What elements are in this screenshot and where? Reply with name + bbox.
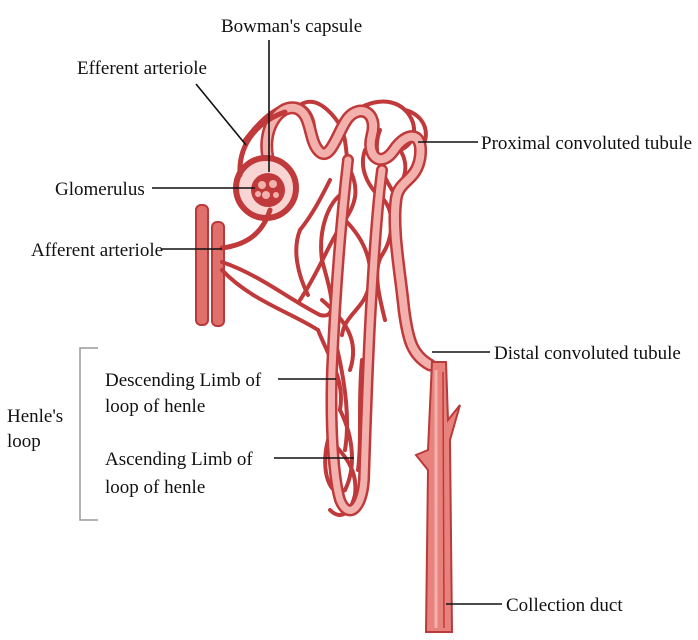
henles-loop-bracket bbox=[80, 348, 98, 520]
label-descending-limb-line2: loop of henle bbox=[105, 396, 205, 417]
label-ascending-limb-line1: Ascending Limb of bbox=[105, 449, 253, 470]
label-descending-limb-line1: Descending Limb of bbox=[105, 370, 262, 391]
label-glomerulus: Glomerulus bbox=[55, 179, 145, 200]
label-proximal-convoluted-tubule: Proximal convoluted tubule bbox=[481, 133, 692, 154]
label-ascending-limb-line2: loop of henle bbox=[105, 477, 205, 498]
label-efferent-arteriole: Efferent arteriole bbox=[77, 58, 207, 79]
afferent-arteriole-columns bbox=[196, 205, 224, 326]
label-henles-loop-line2: loop bbox=[7, 431, 41, 452]
label-afferent-arteriole: Afferent arteriole bbox=[31, 240, 163, 261]
collecting-duct-shape bbox=[416, 362, 460, 632]
label-bowmans-capsule: Bowman's capsule bbox=[221, 16, 362, 37]
label-collection-duct: Collection duct bbox=[506, 595, 623, 616]
label-distal-convoluted-tubule: Distal convoluted tubule bbox=[494, 343, 681, 364]
nephron-illustration bbox=[196, 102, 460, 632]
label-henles-loop-line1: Henle's bbox=[7, 406, 63, 427]
